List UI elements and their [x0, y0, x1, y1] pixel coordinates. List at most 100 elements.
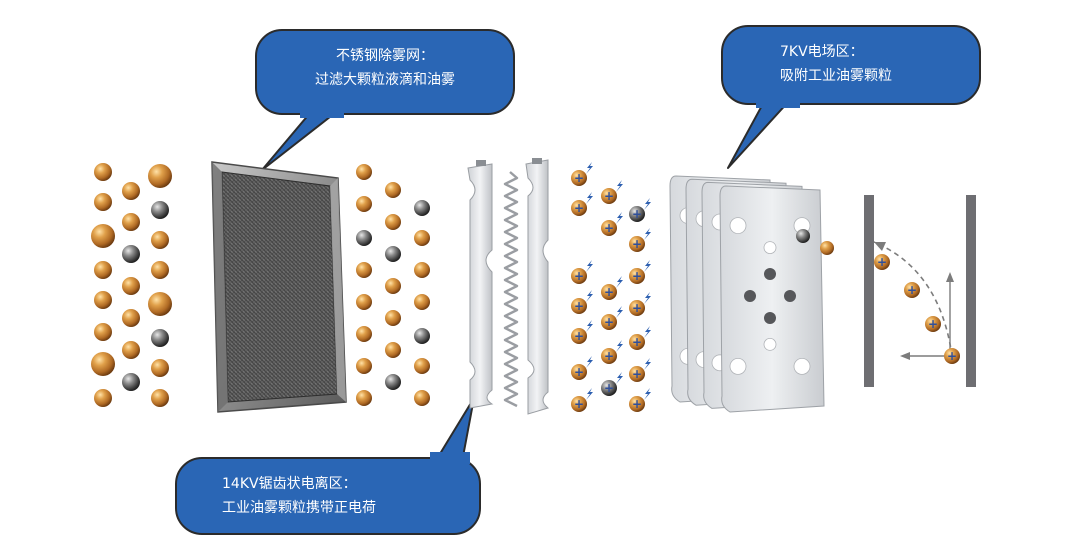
oil-particle [414, 294, 430, 310]
collector-plates [669, 175, 825, 413]
oil-particle [151, 359, 169, 377]
charged-oil-particle: + [601, 212, 623, 236]
bolt-icon [586, 260, 593, 272]
charged-oil-particle: + [601, 180, 623, 204]
charged-oil-particle: + [571, 356, 593, 380]
trajectory-arc [873, 241, 953, 357]
ionizer-strips [467, 158, 550, 415]
charged-oil-particle: + [601, 306, 623, 330]
charged-oil-particle: + [601, 340, 623, 364]
positive-charge-symbol: + [574, 269, 584, 283]
plate-right [966, 195, 976, 387]
bolt-icon [644, 326, 651, 338]
particles-layer: ++++++++++++++++++++++++ [91, 162, 960, 412]
oil-particle [122, 277, 140, 295]
oil-particle [122, 213, 140, 231]
bolt-icon [616, 340, 623, 352]
ionizer-plate-left [467, 160, 494, 409]
oil-particle [356, 262, 372, 278]
callout-14kv-line2: 工业油雾颗粒携带正电荷 [222, 500, 376, 516]
oil-particle [414, 390, 430, 406]
bolt-icon [616, 372, 623, 384]
callout-mesh-bubble [255, 29, 515, 171]
oil-particle [91, 352, 115, 376]
bolt-icon [616, 306, 623, 318]
positive-charge-symbol: + [604, 285, 614, 299]
oil-particle [94, 261, 112, 279]
callout-7kv-bubble [721, 25, 981, 169]
positive-charge-symbol: + [574, 299, 584, 313]
charged-oil-particle: + [629, 388, 651, 412]
oil-particle [94, 389, 112, 407]
charged-oil-particle: + [601, 276, 623, 300]
trajectory-arrowhead [874, 242, 886, 251]
callout-14kv-bubble [175, 397, 481, 535]
positive-charge-symbol: + [604, 349, 614, 363]
oil-particle [385, 310, 401, 326]
charged-oil-particle: + [571, 192, 593, 216]
bolt-icon [644, 292, 651, 304]
bolt-icon [586, 192, 593, 204]
charged-oil-particle: + [904, 282, 920, 298]
oil-particle [356, 196, 372, 212]
oil-particle [385, 278, 401, 294]
bolt-icon [586, 320, 593, 332]
grey-particle [414, 200, 430, 216]
positive-charge-symbol: + [947, 349, 957, 363]
charged-oil-particle: + [629, 358, 651, 382]
oil-particle [356, 164, 372, 180]
grey-particle [796, 229, 810, 243]
callout-14kv-text: 14KV锯齿状电离区： 工业油雾颗粒携带正电荷 [196, 472, 466, 520]
charged-oil-particle: + [629, 292, 651, 316]
callout-7kv-line1: 7KV电场区： [780, 44, 864, 60]
charged-oil-particle: + [601, 372, 623, 396]
oil-particle [356, 294, 372, 310]
oil-particle [122, 182, 140, 200]
oil-particle [414, 358, 430, 374]
oil-particle [148, 164, 172, 188]
positive-charge-symbol: + [928, 317, 938, 331]
oil-particle [94, 193, 112, 211]
ionizer-serrated-wire [503, 171, 519, 408]
oil-particle [356, 326, 372, 342]
bolt-icon [644, 260, 651, 272]
bolt-icon [644, 388, 651, 400]
oil-particle [385, 342, 401, 358]
oil-particle [414, 262, 430, 278]
oil-particle [356, 390, 372, 406]
charged-oil-particle: + [629, 326, 651, 350]
charged-oil-particle: + [571, 388, 593, 412]
positive-charge-symbol: + [574, 171, 584, 185]
oil-particle [122, 309, 140, 327]
oil-particle [151, 231, 169, 249]
oil-particle [385, 214, 401, 230]
grey-particle [151, 329, 169, 347]
positive-charge-symbol: + [632, 397, 642, 411]
oil-particle [414, 230, 430, 246]
positive-charge-symbol: + [574, 397, 584, 411]
charged-oil-particle: + [925, 316, 941, 332]
oil-particle [820, 241, 834, 255]
grey-particle [385, 246, 401, 262]
oil-particle [151, 261, 169, 279]
oil-particle [148, 292, 172, 316]
mesh-filter [211, 161, 347, 413]
bolt-icon [586, 290, 593, 302]
positive-charge-symbol: + [604, 189, 614, 203]
oil-particle [94, 323, 112, 341]
bolt-icon [616, 180, 623, 192]
bolt-icon [644, 228, 651, 240]
bolt-icon [616, 212, 623, 224]
oil-particle [385, 182, 401, 198]
charged-oil-particle: + [571, 290, 593, 314]
bolt-icon [586, 162, 593, 174]
positive-charge-symbol: + [574, 329, 584, 343]
bolt-icon [644, 358, 651, 370]
oil-particle [91, 224, 115, 248]
charged-oil-particle: + [629, 198, 651, 222]
positive-charge-symbol: + [604, 315, 614, 329]
velocity-horizontal-arrowhead [900, 352, 910, 360]
positive-charge-symbol: + [907, 283, 917, 297]
callout-7kv-line2: 吸附工业油雾颗粒 [780, 68, 892, 84]
callout-7kv-text: 7KV电场区： 吸附工业油雾颗粒 [736, 40, 966, 88]
